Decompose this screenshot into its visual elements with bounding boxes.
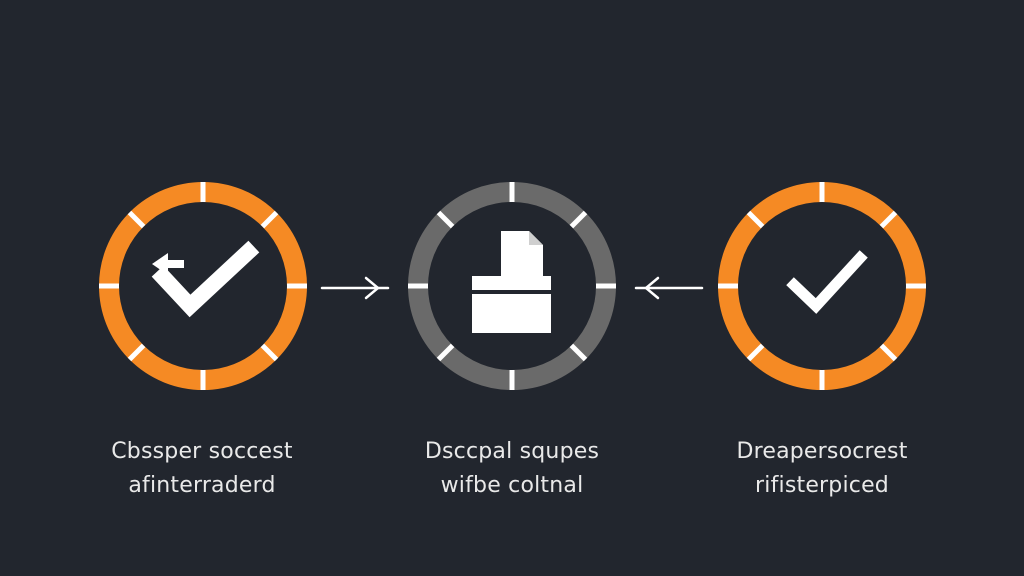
step-3-node bbox=[718, 182, 926, 390]
step-2-label-line-2: wifbe coltnal bbox=[440, 473, 584, 498]
step-1-label-line-1: Cbssper soccest bbox=[111, 439, 293, 464]
step-1-node bbox=[99, 182, 307, 390]
step-1-ring-ticks bbox=[99, 182, 307, 390]
connector-arrow-left bbox=[634, 276, 704, 300]
step-1-label-line-2: afinterraderd bbox=[128, 473, 276, 498]
connector-arrow-right bbox=[320, 276, 390, 300]
document-box-icon bbox=[472, 231, 551, 333]
check-with-back-arrow-icon bbox=[151, 240, 260, 318]
step-3-ring-ticks bbox=[718, 182, 926, 390]
step-3-label: Dreapersocrest rifisterpiced bbox=[672, 435, 972, 503]
step-2-node bbox=[408, 182, 616, 390]
step-2-label-line-1: Dsccpal squpes bbox=[424, 439, 600, 464]
step-3-label-line-1: Dreapersocrest bbox=[736, 439, 908, 464]
step-2-ring-ticks bbox=[408, 182, 616, 390]
step-2-label: Dsccpal squpes wifbe coltnal bbox=[362, 435, 662, 503]
step-3-label-line-2: rifisterpiced bbox=[755, 473, 889, 498]
step-1-label: Cbssper soccest afinterraderd bbox=[52, 435, 352, 503]
check-icon bbox=[786, 250, 868, 314]
